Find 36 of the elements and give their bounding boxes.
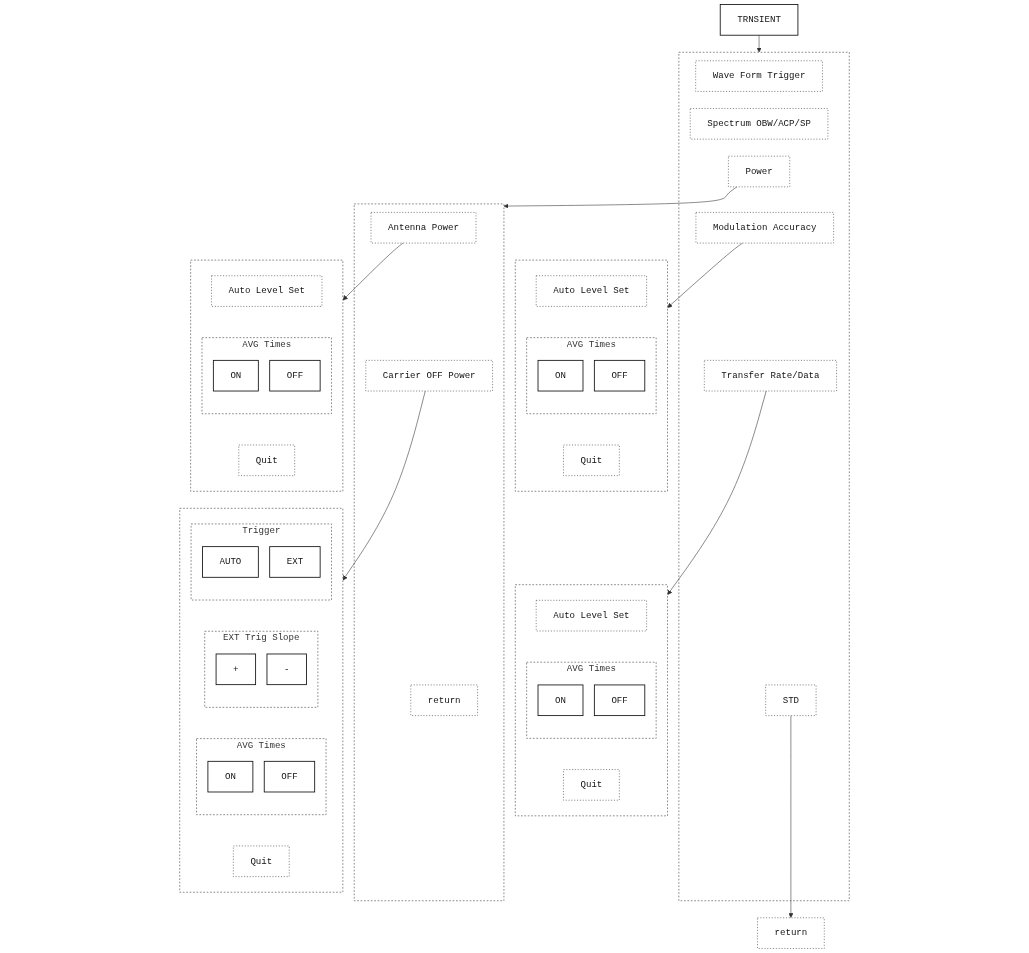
- node-box: return: [757, 917, 825, 949]
- node-box: AUTO: [202, 546, 259, 578]
- cluster: [515, 584, 668, 817]
- node-box: ON: [212, 359, 259, 392]
- node-box: return: [410, 684, 478, 716]
- node-box: Antenna Power: [370, 212, 477, 244]
- node-box: Quit: [233, 845, 290, 877]
- node-box: Quit: [238, 444, 295, 476]
- cluster: [353, 203, 505, 902]
- node-box: Auto Level Set: [535, 275, 647, 307]
- node-box: TRNSIENT: [719, 4, 799, 36]
- node-box: +: [215, 653, 257, 686]
- cluster: [515, 259, 668, 492]
- node-box: -: [266, 653, 307, 686]
- cluster: [190, 259, 344, 492]
- node-box: Auto Level Set: [535, 600, 647, 632]
- node-box: Wave Form Trigger: [695, 60, 823, 92]
- node-box: OFF: [593, 684, 646, 717]
- node-box: Carrier OFF Power: [365, 360, 493, 392]
- node-box: Quit: [563, 444, 620, 476]
- node-box: ON: [537, 684, 584, 717]
- node-box: OFF: [263, 760, 316, 793]
- node-box: Modulation Accuracy: [695, 212, 834, 244]
- node-box: ON: [537, 359, 584, 392]
- cluster: [678, 51, 850, 902]
- node-box: Auto Level Set: [211, 275, 323, 307]
- node-box: Power: [728, 155, 791, 188]
- cluster: [179, 508, 344, 893]
- node-box: Transfer Rate/Data: [704, 360, 837, 392]
- node-box: STD: [765, 684, 817, 716]
- node-box: OFF: [593, 359, 646, 392]
- node-box: ON: [207, 760, 254, 793]
- node-box: Quit: [563, 769, 620, 801]
- node-box: Spectrum OBW/ACP/SP: [689, 108, 829, 140]
- node-box: OFF: [269, 359, 321, 392]
- node-box: EXT: [269, 546, 321, 578]
